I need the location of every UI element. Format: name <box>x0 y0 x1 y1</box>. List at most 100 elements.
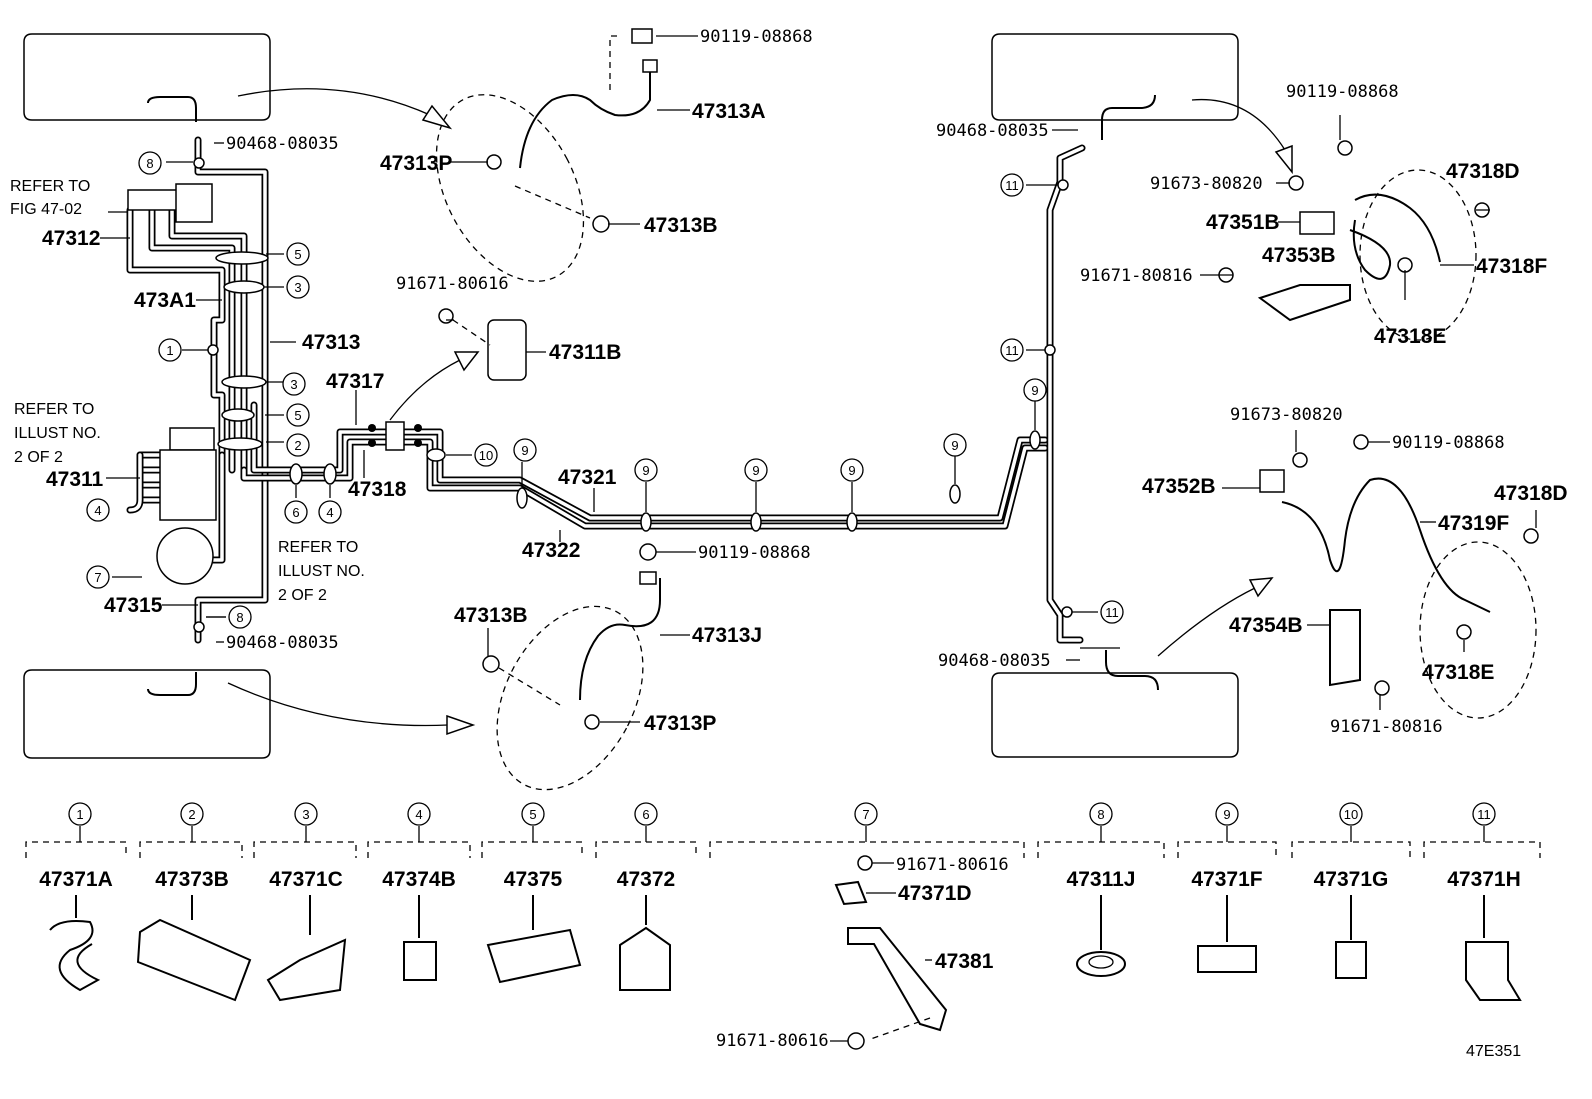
callout-11-c: 11 <box>1105 605 1119 620</box>
label-91671-80616-a: 91671-80616 <box>396 274 509 294</box>
legend-num-1: 1 <box>76 807 83 822</box>
callout-8-bottom: 8 <box>236 610 243 625</box>
wheel-box-front-left <box>23 33 271 122</box>
label-refer-illust-b-2: ILLUST NO. <box>278 563 365 580</box>
label-refer-fig-2: FIG 47-02 <box>10 201 82 218</box>
proportioning-valve <box>127 183 213 223</box>
callout-4-a: 4 <box>326 505 333 520</box>
legend-num-7: 7 <box>862 807 869 822</box>
legend-item-5: 5 47375 <box>481 802 583 984</box>
legend-part-2: 47373B <box>155 868 229 891</box>
label-47319F: 47319F <box>1438 512 1509 535</box>
callout-4-b: 4 <box>94 503 101 518</box>
leader-lines <box>100 35 1537 723</box>
legend-item-8: 8 47311J <box>1037 802 1165 977</box>
legend-num-6: 6 <box>642 807 649 822</box>
legend-item-3: 3 47371C <box>253 802 357 1002</box>
label-91671-80816-b: 91671-80816 <box>1330 717 1443 737</box>
label-47311: 47311 <box>46 468 104 491</box>
label-47313A: 47313A <box>692 100 766 123</box>
callout-1: 1 <box>166 343 173 358</box>
three-way-joint-47317 <box>368 421 422 451</box>
callout-3-a: 3 <box>294 280 301 295</box>
label-47311B: 47311B <box>549 341 621 364</box>
label-refer-illust-a-3: 2 OF 2 <box>14 449 63 466</box>
label-47313J: 47313J <box>692 624 762 647</box>
label-90119-08868-c: 90119-08868 <box>1286 82 1399 102</box>
label-refer-illust-a-2: ILLUST NO. <box>14 425 101 442</box>
callout-3-b: 3 <box>290 377 297 392</box>
label-47353B: 47353B <box>1262 244 1336 267</box>
callout-9-c: 9 <box>752 463 759 478</box>
master-cylinder-reservoir <box>156 527 214 585</box>
label-90119-08868-d: 90119-08868 <box>1392 433 1505 453</box>
label-47318: 47318 <box>348 478 407 501</box>
actuator-47311 <box>159 427 217 521</box>
illustration-code: 47E351 <box>1466 1043 1521 1060</box>
legend-num-8: 8 <box>1097 807 1104 822</box>
legend-item-1: 1 47371A <box>25 802 127 992</box>
callout-9-d: 9 <box>848 463 855 478</box>
left-pipe-bundle <box>126 136 1049 644</box>
callout-10: 10 <box>479 448 493 463</box>
legend-num-5: 5 <box>529 807 536 822</box>
label-47318D-a: 47318D <box>1446 160 1520 183</box>
label-47318E-a: 47318E <box>1374 325 1446 348</box>
label-refer-illust-b-3: 2 OF 2 <box>278 587 327 604</box>
label-47313B-bottom: 47313B <box>454 604 528 627</box>
callout-2: 2 <box>294 438 301 453</box>
clamp-legend: 1 47371A 2 47373B 3 47371C 4 47374B <box>25 802 1541 1050</box>
callout-9-e: 9 <box>951 438 958 453</box>
legend-part-11: 47371H <box>1447 868 1521 891</box>
label-47317: 47317 <box>326 370 384 393</box>
label-47313P-top: 47313P <box>380 152 452 175</box>
detail-front-right-hose <box>1218 140 1490 341</box>
callout-5-b: 5 <box>294 408 301 423</box>
right-pipe <box>1046 144 1086 644</box>
legend-num-4: 4 <box>415 807 422 822</box>
legend-part-3: 47371C <box>269 868 343 891</box>
legend-num-11: 11 <box>1477 807 1491 822</box>
label-47313: 47313 <box>302 331 360 354</box>
legend-item-11: 11 47371H <box>1423 802 1541 1001</box>
flow-arrows <box>227 88 1293 736</box>
label-refer-illust-b-1: REFER TO <box>278 539 358 556</box>
label-91673-80820-b: 91673-80820 <box>1230 405 1343 425</box>
legend-item-10: 10 47371G <box>1291 802 1411 979</box>
label-90468-08035-a: 90468-08035 <box>226 134 339 154</box>
legend-part-6: 47372 <box>617 868 675 891</box>
callout-9-f: 9 <box>1031 383 1038 398</box>
legend-part-1: 47371A <box>39 868 113 891</box>
legend-item-2: 2 47373B <box>136 802 252 1002</box>
label-90119-08868-b: 90119-08868 <box>698 543 811 563</box>
label-47318E-b: 47318E <box>1422 661 1494 684</box>
label-91671-80816-a: 91671-80816 <box>1080 266 1193 286</box>
legend-part-10: 47371G <box>1314 868 1389 891</box>
label-47322: 47322 <box>522 539 580 562</box>
legend-part-9: 47371F <box>1191 868 1262 891</box>
label-47381: 47381 <box>935 950 994 973</box>
detail-front-left-hose <box>435 28 658 282</box>
label-91671-80616-b: 91671-80616 <box>896 855 1009 875</box>
callout-6: 6 <box>292 505 299 520</box>
wheel-box-rear-right <box>991 650 1239 758</box>
diagram-callouts <box>86 151 1124 629</box>
label-47313P-bottom: 47313P <box>644 712 716 735</box>
label-47352B: 47352B <box>1142 475 1216 498</box>
part-labels: 90119-08868 47313A 47313P 47313B 90468-0… <box>10 27 1568 1060</box>
legend-item-6: 6 47372 <box>595 802 697 991</box>
label-91673-80820-a: 91673-80820 <box>1150 174 1263 194</box>
diagram-callout-numbers: 8 1 5 3 3 5 2 6 4 4 7 8 10 9 9 9 9 9 9 1… <box>94 156 1118 625</box>
label-91671-80616-c: 91671-80616 <box>716 1031 829 1051</box>
label-47315: 47315 <box>104 594 163 617</box>
label-47313B-top: 47313B <box>644 214 718 237</box>
label-47318D-b: 47318D <box>1494 482 1568 505</box>
label-47354B: 47354B <box>1229 614 1303 637</box>
legend-part-5: 47375 <box>504 868 563 891</box>
legend-item-9: 9 47371F <box>1177 802 1277 973</box>
callout-11-b: 11 <box>1005 343 1019 358</box>
label-refer-illust-a-1: REFER TO <box>14 401 94 418</box>
legend-num-2: 2 <box>188 807 195 822</box>
pipe-clamps <box>193 157 1073 633</box>
